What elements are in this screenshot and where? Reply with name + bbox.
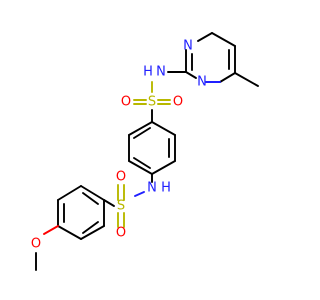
- bond: [185, 71, 197, 79]
- nitrogen-atom-label: N: [183, 39, 193, 54]
- oxygen-atom-label: O: [31, 237, 41, 252]
- bond: [57, 225, 82, 240]
- molecule-structure: N N N H S O O N H S O O O: [31, 32, 259, 271]
- bond: [133, 157, 151, 169]
- bond: [128, 160, 153, 175]
- nitrogen-atom-label: N: [147, 181, 157, 196]
- sulfur-atom-label: S: [148, 95, 156, 110]
- bond: [57, 185, 82, 201]
- bond: [134, 191, 145, 197]
- bond: [234, 72, 259, 87]
- bond: [197, 32, 213, 42]
- bond: [80, 185, 105, 201]
- oxygen-atom-label: O: [116, 170, 126, 185]
- upper-sulfonamide: [133, 71, 187, 123]
- oxygen-atom-label: O: [121, 95, 131, 110]
- pyrimidine-ring: [185, 32, 259, 87]
- atom-labels: N N N H S O O N H S O O O: [31, 39, 207, 252]
- hydrogen-atom-label: H: [143, 65, 153, 80]
- bond: [151, 121, 176, 136]
- central-benzene-ring: [128, 121, 176, 183]
- bond: [82, 192, 99, 205]
- bond: [211, 32, 236, 47]
- bond: [128, 121, 153, 136]
- hydrogen-atom-label: H: [161, 181, 171, 196]
- bond: [133, 127, 151, 139]
- bond: [103, 199, 115, 207]
- sulfur-atom-label: S: [117, 199, 125, 214]
- nitrogen-atom-label: N: [197, 75, 207, 90]
- lower-sulfonamide: [103, 184, 145, 228]
- bond: [80, 225, 105, 240]
- bond: [43, 225, 59, 235]
- oxygen-atom-label: O: [116, 226, 126, 241]
- bond: [82, 221, 99, 234]
- bond: [151, 160, 176, 175]
- bond: [219, 72, 236, 83]
- methoxyphenyl-ring: [35, 185, 105, 271]
- oxygen-atom-label: O: [173, 95, 183, 110]
- nitrogen-atom-label: N: [156, 65, 166, 80]
